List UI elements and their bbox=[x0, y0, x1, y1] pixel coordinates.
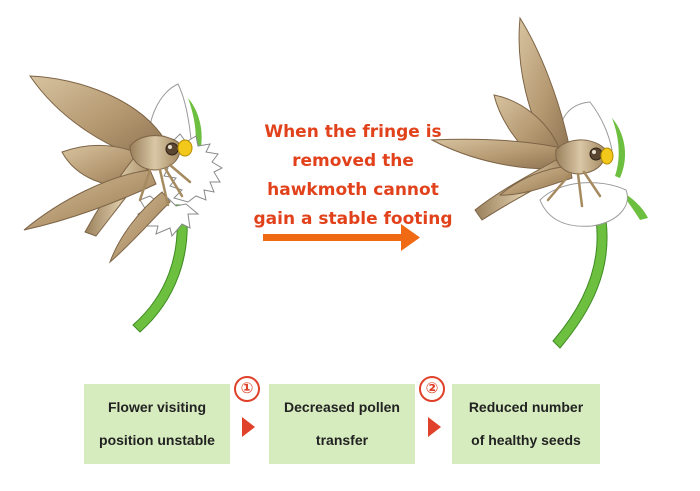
left-sepal bbox=[188, 98, 202, 160]
caption-line-4: gain a stable footing bbox=[253, 209, 453, 229]
right-flower bbox=[539, 101, 648, 349]
right-petal-lower bbox=[539, 182, 628, 227]
step-box-unstable-position: Flower visiting position unstable bbox=[84, 384, 230, 464]
left-moth-eye-shine bbox=[168, 145, 172, 149]
triangle-right-icon bbox=[428, 417, 441, 437]
right-sepal bbox=[612, 118, 626, 178]
right-moth-eye-shine bbox=[592, 150, 596, 154]
caption-line-2: removed the bbox=[292, 151, 414, 171]
left-moth-legs bbox=[138, 163, 192, 207]
right-moth-eye bbox=[589, 147, 603, 161]
left-moth-front-wing bbox=[23, 169, 157, 231]
left-anther bbox=[177, 139, 193, 157]
step-1-line-2: position unstable bbox=[99, 432, 215, 448]
step-marker-1: ① bbox=[234, 376, 260, 402]
right-stem bbox=[552, 219, 608, 349]
caption-line-1: When the fringe is bbox=[264, 122, 442, 142]
step-3-line-1: Reduced number bbox=[468, 399, 584, 415]
step-box-pollen-transfer: Decreased pollen transfer bbox=[269, 384, 415, 464]
left-moth-eye bbox=[165, 142, 179, 156]
right-hawkmoth bbox=[430, 16, 614, 221]
right-moth-legs bbox=[546, 170, 602, 208]
main-arrow bbox=[263, 224, 420, 251]
triangle-right-icon bbox=[242, 417, 255, 437]
left-hawkmoth bbox=[23, 75, 193, 264]
arrow-caption: When the fringe is removed the hawkmoth … bbox=[248, 118, 458, 234]
caption-line-3: hawkmoth cannot bbox=[267, 180, 439, 200]
step-1-line-1: Flower visiting bbox=[107, 399, 206, 415]
step-2-line-2: transfer bbox=[315, 432, 369, 448]
left-moth-thorax bbox=[129, 135, 181, 171]
right-anther bbox=[600, 147, 614, 165]
step-marker-2: ② bbox=[419, 376, 445, 402]
step-3-line-2: of healthy seeds bbox=[471, 432, 581, 448]
step-box-healthy-seeds: Reduced number of healthy seeds bbox=[452, 384, 600, 464]
step-2-line-1: Decreased pollen bbox=[284, 399, 400, 415]
